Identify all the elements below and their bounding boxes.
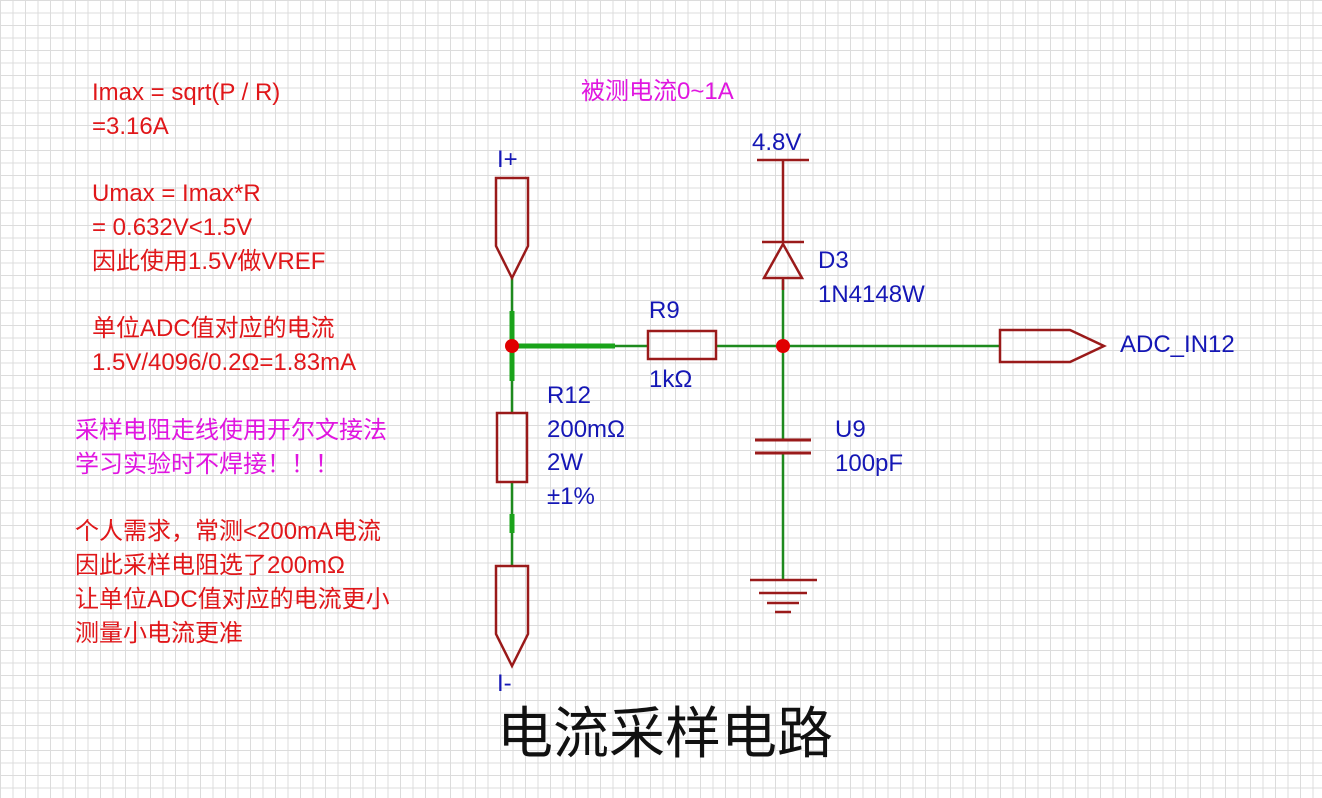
label-u9-ref: U9 <box>835 416 866 443</box>
label-r12-tolerance: ±1% <box>547 483 595 510</box>
note-need-line1: 个人需求，常测<200mA电流 <box>75 518 382 545</box>
note-imax-value: =3.16A <box>92 113 169 140</box>
label-r12-value: 200mΩ <box>547 416 625 443</box>
label-port-iplus: I+ <box>497 146 518 173</box>
label-r9-ref: R9 <box>649 297 680 324</box>
resistor-r9-symbol <box>646 329 718 361</box>
label-adc-net: ADC_IN12 <box>1120 331 1235 358</box>
note-vref: 因此使用1.5V做VREF <box>92 248 326 275</box>
label-d3-part: 1N4148W <box>818 281 925 308</box>
note-unit-title: 单位ADC值对应的电流 <box>92 315 335 342</box>
note-kelvin-line1: 采样电阻走线使用开尔文接法 <box>75 417 387 444</box>
resistor-r12-symbol <box>495 411 529 484</box>
label-r12-power: 2W <box>547 449 583 476</box>
port-adc-symbol <box>998 328 1107 364</box>
label-supply: 4.8V <box>752 129 802 156</box>
diagram-title: 电流采样电路 <box>497 702 833 765</box>
port-iplus-symbol <box>494 176 530 281</box>
label-u9-value: 100pF <box>835 450 904 477</box>
label-port-iminus: I- <box>497 670 512 697</box>
note-need-line4: 测量小电流更准 <box>75 620 243 647</box>
label-r12-ref: R12 <box>547 382 592 409</box>
note-measured-current: 被测电流0~1A <box>581 78 734 105</box>
note-umax-formula: Umax = Imax*R <box>92 180 261 207</box>
port-iminus-symbol <box>494 564 530 669</box>
note-imax-formula: Imax = sqrt(P / R) <box>92 79 281 106</box>
note-need-line3: 让单位ADC值对应的电流更小 <box>75 586 390 613</box>
diode-d3-triangle <box>761 241 805 280</box>
symbols <box>494 158 1107 669</box>
note-umax-value: = 0.632V<1.5V <box>92 214 253 241</box>
note-unit-value: 1.5V/4096/0.2Ω=1.83mA <box>92 349 357 376</box>
label-r9-value: 1kΩ <box>649 366 693 393</box>
label-d3-ref: D3 <box>818 247 849 274</box>
note-need-line2: 因此采样电阻选了200mΩ <box>75 552 345 579</box>
note-kelvin-line2: 学习实验时不焊接！！！ <box>75 451 339 478</box>
junction-right <box>776 339 790 353</box>
junction-left <box>505 339 519 353</box>
